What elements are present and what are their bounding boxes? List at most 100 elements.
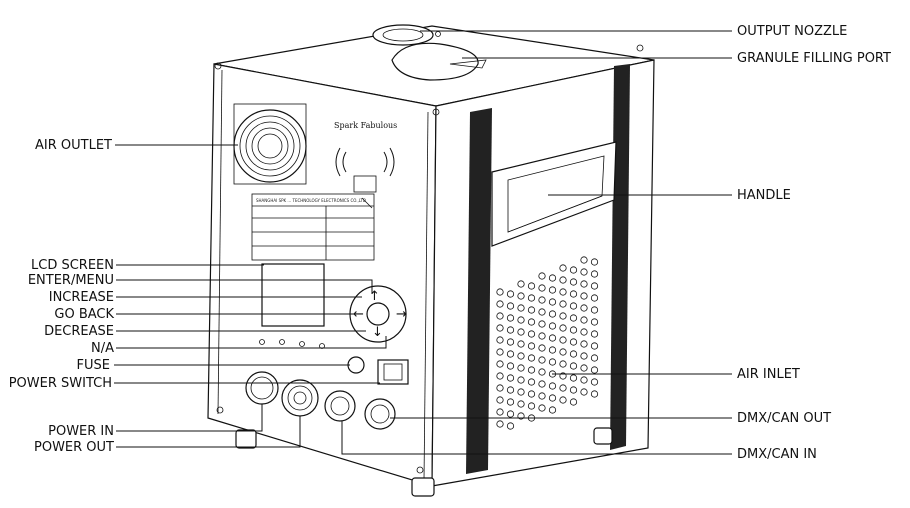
air-inlet-hole bbox=[506, 422, 515, 430]
air-inlet-hole bbox=[496, 312, 504, 320]
air-inlet-hole bbox=[538, 380, 546, 388]
screw-icon bbox=[214, 62, 222, 70]
air-inlet-hole bbox=[506, 362, 515, 370]
air-inlet-hole bbox=[538, 356, 546, 364]
air-inlet-hole bbox=[506, 290, 515, 298]
air-inlet-hole bbox=[590, 258, 599, 266]
air-inlet-hole bbox=[590, 306, 599, 314]
air-inlet-hole bbox=[517, 352, 525, 360]
air-inlet-hole bbox=[559, 360, 567, 368]
air-inlet-hole bbox=[496, 300, 504, 308]
dmx-out-connector bbox=[364, 398, 396, 430]
air-inlet-hole bbox=[496, 408, 504, 416]
air-inlet-hole bbox=[548, 346, 557, 354]
screw-icon bbox=[216, 406, 224, 414]
label-enter-menu: ENTER/MENU bbox=[28, 273, 114, 288]
foot bbox=[593, 427, 613, 445]
air-inlet-hole bbox=[496, 396, 504, 404]
air-inlet-hole bbox=[580, 352, 588, 360]
air-inlet-hole bbox=[548, 298, 557, 306]
indicator-led bbox=[299, 341, 305, 347]
air-inlet-hole bbox=[569, 314, 578, 322]
air-inlet-hole bbox=[590, 390, 599, 398]
callout-labels: AIR OUTLET LCD SCREEN ENTER/MENU INCREAS… bbox=[9, 24, 891, 462]
air-inlet-hole bbox=[527, 366, 536, 374]
air-inlet-hole bbox=[538, 368, 546, 376]
air-outlet-fan bbox=[233, 103, 307, 185]
side-strip-left bbox=[466, 108, 492, 474]
air-inlet-hole bbox=[559, 336, 567, 344]
air-inlet-hole bbox=[548, 406, 557, 414]
air-inlet-grid bbox=[496, 256, 599, 430]
air-inlet-hole bbox=[538, 332, 546, 340]
air-inlet-hole bbox=[506, 374, 515, 382]
svg-text:←: ← bbox=[353, 307, 364, 322]
air-inlet-hole bbox=[548, 382, 557, 390]
air-inlet-hole bbox=[548, 286, 557, 294]
air-inlet-hole bbox=[580, 304, 588, 312]
air-inlet-hole bbox=[517, 316, 525, 324]
label-power-in: POWER IN bbox=[48, 424, 114, 439]
air-inlet-hole bbox=[538, 296, 546, 304]
air-inlet-hole bbox=[517, 364, 525, 372]
power-out-connector bbox=[281, 379, 319, 417]
air-inlet-hole bbox=[527, 330, 536, 338]
foot bbox=[235, 429, 257, 449]
air-inlet-hole bbox=[496, 336, 504, 344]
control-dial: ↑ ← → ↓ bbox=[349, 285, 407, 343]
fuse bbox=[347, 356, 365, 374]
air-inlet-hole bbox=[506, 302, 515, 310]
label-decrease: DECREASE bbox=[44, 324, 114, 339]
air-inlet-hole bbox=[517, 328, 525, 336]
air-inlet-hole bbox=[559, 276, 567, 284]
air-inlet-hole bbox=[580, 280, 588, 288]
panel-text: SHANGHAI SPK ... TECHNOLOGY ELECTRONICS … bbox=[256, 198, 366, 203]
air-inlet-hole bbox=[559, 324, 567, 332]
output-nozzle bbox=[372, 24, 434, 46]
air-inlet-hole bbox=[580, 292, 588, 300]
air-inlet-hole bbox=[559, 312, 567, 320]
air-inlet-hole bbox=[580, 316, 588, 324]
label-na: N/A bbox=[91, 341, 114, 356]
svg-text:→: → bbox=[396, 307, 407, 322]
air-inlet-hole bbox=[517, 292, 525, 300]
air-inlet-hole bbox=[548, 394, 557, 402]
air-inlet-hole bbox=[569, 290, 578, 298]
air-inlet-hole bbox=[538, 272, 546, 280]
air-inlet-hole bbox=[538, 404, 546, 412]
air-inlet-hole bbox=[517, 412, 525, 420]
air-inlet-hole bbox=[538, 308, 546, 316]
air-inlet-hole bbox=[517, 376, 525, 384]
air-inlet-hole bbox=[590, 270, 599, 278]
svg-text:↓: ↓ bbox=[372, 325, 383, 340]
label-granule-filling-port: GRANULE FILLING PORT bbox=[737, 51, 891, 66]
air-inlet-hole bbox=[496, 360, 504, 368]
air-inlet-hole bbox=[496, 348, 504, 356]
air-inlet-hole bbox=[569, 374, 578, 382]
air-inlet-hole bbox=[569, 350, 578, 358]
granule-filling-port bbox=[391, 42, 487, 81]
air-inlet-hole bbox=[590, 318, 599, 326]
air-inlet-hole bbox=[590, 294, 599, 302]
air-inlet-hole bbox=[590, 282, 599, 290]
air-inlet-hole bbox=[527, 354, 536, 362]
label-increase: INCREASE bbox=[49, 290, 114, 305]
air-inlet-hole bbox=[506, 326, 515, 334]
air-inlet-hole bbox=[569, 362, 578, 370]
screw-icon bbox=[636, 44, 644, 52]
air-inlet-hole bbox=[496, 384, 504, 392]
label-handle: HANDLE bbox=[737, 188, 791, 203]
label-fuse: FUSE bbox=[77, 358, 110, 373]
air-inlet-hole bbox=[527, 306, 536, 314]
air-inlet-hole bbox=[580, 388, 588, 396]
air-inlet-hole bbox=[580, 328, 588, 336]
wireless-icon bbox=[335, 147, 395, 209]
air-inlet-hole bbox=[590, 354, 599, 362]
dmx-in-connector bbox=[324, 390, 356, 422]
air-inlet-hole bbox=[590, 330, 599, 338]
air-inlet-hole bbox=[527, 318, 536, 326]
air-inlet-hole bbox=[506, 350, 515, 358]
label-dmx-can-out: DMX/CAN OUT bbox=[737, 411, 831, 426]
air-inlet-hole bbox=[548, 358, 557, 366]
air-inlet-hole bbox=[506, 314, 515, 322]
